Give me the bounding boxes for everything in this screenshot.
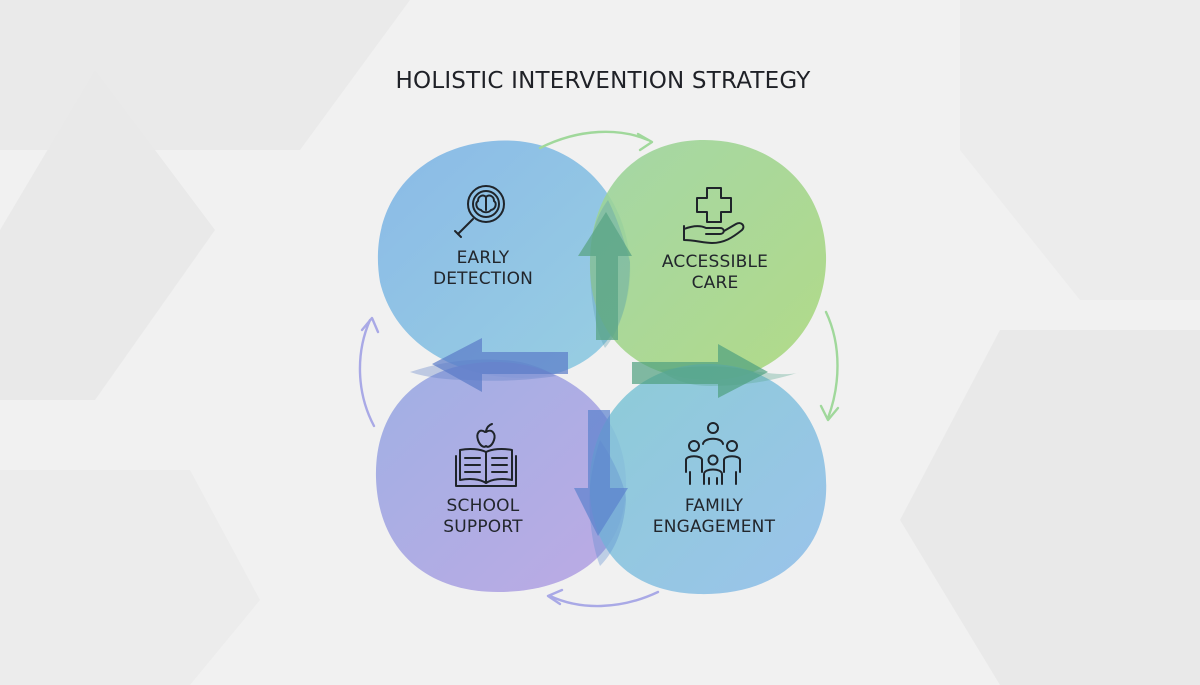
label-accessible-care: ACCESSIBLE CARE — [605, 252, 825, 294]
label-care-line2: CARE — [691, 273, 739, 293]
arrow-left-icon — [432, 338, 568, 392]
blob-accessible-care — [589, 139, 827, 381]
family-group-icon — [685, 422, 741, 485]
magnifier-brain-icon — [454, 185, 505, 238]
blob-family-engagement — [589, 363, 827, 595]
arrow-right-icon — [632, 344, 768, 398]
label-family-engagement: FAMILY ENGAGEMENT — [604, 496, 824, 538]
book-apple-icon — [455, 423, 517, 487]
hand-cross-icon — [683, 187, 745, 244]
cycle-arrow-bottom — [546, 588, 660, 608]
label-early-line1: EARLY — [456, 248, 510, 268]
label-school-line1: SCHOOL — [446, 496, 520, 516]
cycle-arrow-left — [358, 316, 380, 428]
cycle-arrow-right — [819, 310, 840, 422]
blob-early-detection — [377, 140, 631, 378]
label-school-support: SCHOOL SUPPORT — [373, 496, 593, 538]
label-early-detection: EARLY DETECTION — [373, 248, 593, 290]
blob-school-support — [375, 361, 627, 592]
arrow-down-icon — [574, 410, 628, 536]
page-title: HOLISTIC INTERVENTION STRATEGY — [395, 68, 811, 94]
label-early-line2: DETECTION — [432, 269, 534, 289]
cycle-arrow-top — [538, 130, 654, 152]
arrow-up-icon — [578, 212, 632, 340]
label-family-line1: FAMILY — [684, 496, 744, 516]
label-school-line2: SUPPORT — [443, 517, 523, 537]
label-family-line2: ENGAGEMENT — [652, 517, 776, 537]
label-care-line1: ACCESSIBLE — [661, 252, 769, 272]
